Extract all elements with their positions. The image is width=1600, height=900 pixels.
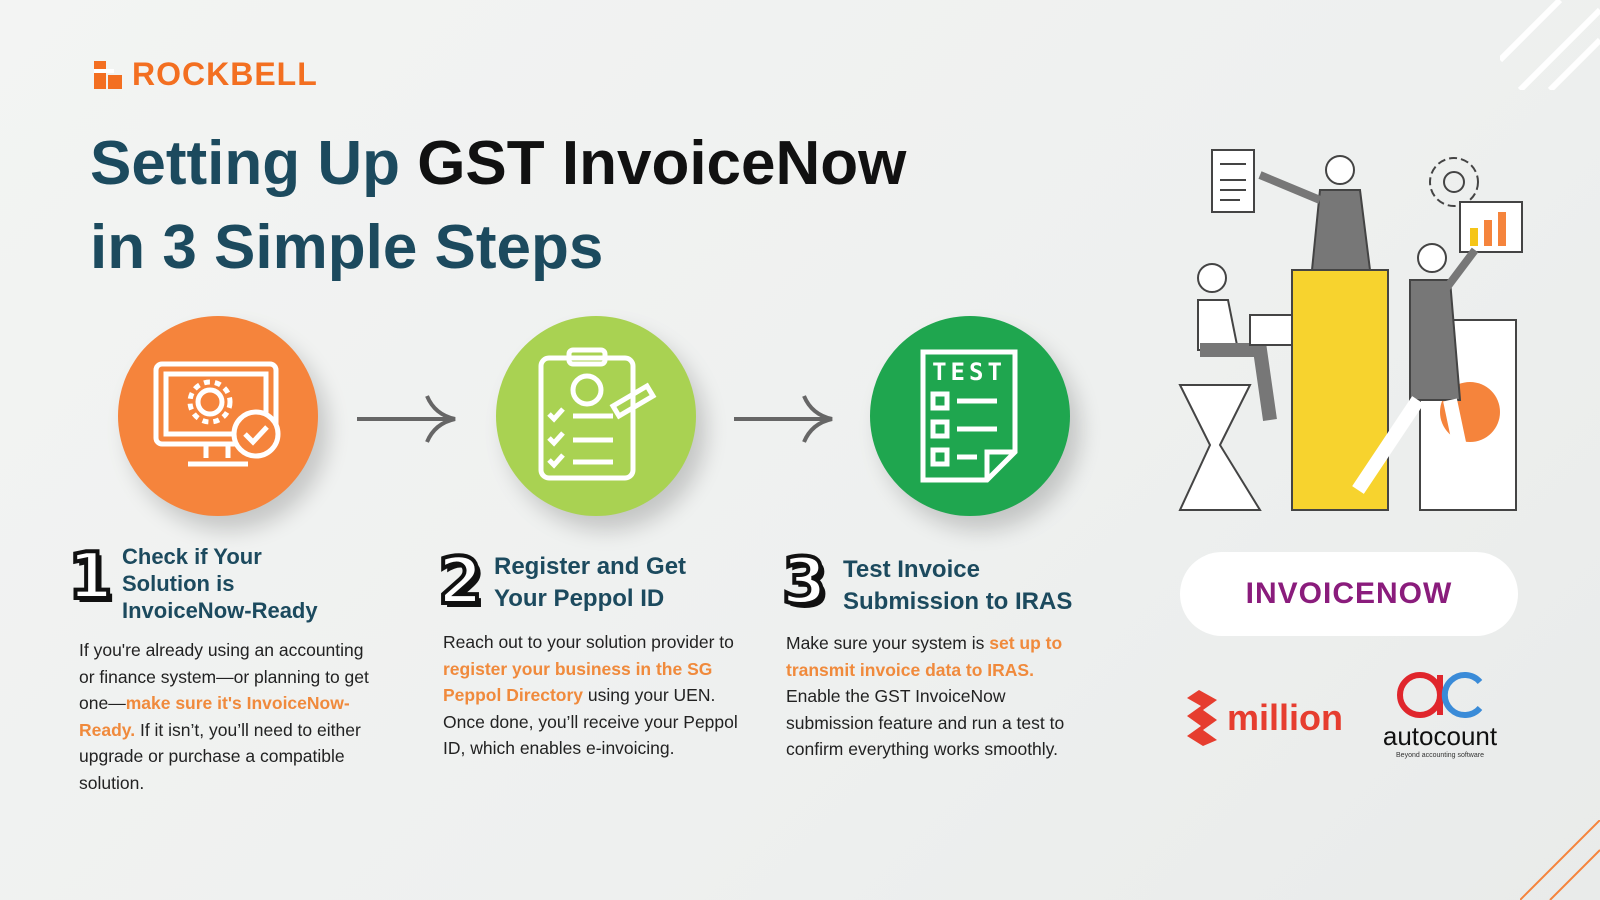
gear-icon xyxy=(1429,157,1479,207)
title-line2: in 3 Simple Steps xyxy=(90,213,604,282)
rockbell-mark-icon xyxy=(94,60,122,89)
invoicenow-logo-pill: INVOICENOW xyxy=(1180,552,1518,636)
step-number: 2 xyxy=(436,543,484,621)
test-label: TEST xyxy=(932,358,1006,386)
million-mark-icon xyxy=(1187,690,1217,746)
step-description: Make sure your system is set up to trans… xyxy=(786,630,1091,763)
text: Enable the GST InvoiceNow submission fea… xyxy=(786,686,1065,759)
autocount-mark-icon xyxy=(1397,672,1483,718)
title-part: Setting Up xyxy=(90,129,418,198)
step-title: Check if Your Solution is InvoiceNow-Rea… xyxy=(122,544,318,623)
text: using your UEN. Once done, you’ll receiv… xyxy=(443,685,738,758)
highlight: set up to transmit invoice data to IRAS. xyxy=(786,633,1063,680)
step-description: If you're already using an accounting or… xyxy=(79,637,379,796)
million-text: million xyxy=(1227,697,1343,738)
step3-icon-circle: TEST xyxy=(870,316,1070,516)
test-checklist-icon: TEST xyxy=(920,349,1018,483)
text: Reach out to your solution provider to xyxy=(443,632,734,652)
text: Make sure your system is xyxy=(786,633,990,653)
page-title: Setting Up GST InvoiceNow in 3 Simple St… xyxy=(90,122,906,290)
step1-icon-circle xyxy=(118,316,318,516)
arrow-right-icon xyxy=(357,395,456,443)
million-logo: million xyxy=(1185,690,1343,746)
highlight: register your business in the SG Peppol … xyxy=(443,658,713,706)
decorative-stripes xyxy=(1500,0,1600,90)
step-number: 1 xyxy=(66,538,114,616)
text: If you're already using an accounting or… xyxy=(79,640,369,713)
title-emphasis: GST InvoiceNow xyxy=(417,129,907,198)
highlight: make sure it's InvoiceNow-Ready. xyxy=(79,693,350,740)
step-title: Register and Get Your Peppol ID xyxy=(494,553,687,612)
step2-icon-circle xyxy=(496,316,696,516)
team-illustration xyxy=(1178,149,1523,511)
monitor-gear-check-icon xyxy=(153,361,281,467)
autocount-tagline: Beyond accounting software xyxy=(1396,752,1484,759)
brand-name: ROCKBELL xyxy=(132,56,318,92)
step-number: 3 xyxy=(780,543,828,621)
rockbell-logo: ROCKBELL xyxy=(94,56,318,93)
decorative-stripes-orange xyxy=(1520,820,1600,900)
invoicenow-logo: INVOICENOW xyxy=(1245,577,1453,610)
arrow-right-icon xyxy=(734,395,833,443)
autocount-text: autocount xyxy=(1382,721,1498,751)
clipboard-user-icon xyxy=(538,347,657,481)
step-title: Test Invoice Submission to IRAS xyxy=(843,556,1073,615)
step-description: Reach out to your solution provider to r… xyxy=(443,629,748,762)
text: If it isn’t, you’ll need to either upgra… xyxy=(79,719,361,793)
autocount-logo: autocount Beyond accounting software xyxy=(1380,670,1500,759)
